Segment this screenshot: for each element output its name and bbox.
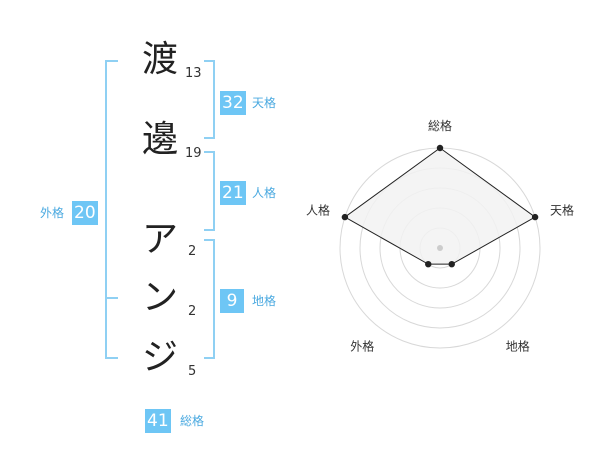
chi-value-badge: 9 xyxy=(220,289,244,313)
jin-label: 人格 xyxy=(252,186,277,200)
sou-label: 総格 xyxy=(180,414,205,428)
stroke-count-5: 5 xyxy=(188,364,197,379)
radar-axis-label-1: 総格 xyxy=(428,118,452,133)
radar-point-2 xyxy=(531,213,539,221)
gai-value-badge: 20 xyxy=(72,201,98,225)
name-char-4: ン xyxy=(141,277,178,318)
radar-axis-label-5: 人格 xyxy=(306,202,330,217)
gai-label: 外格 xyxy=(40,206,65,220)
name-char-1: 渡 xyxy=(141,39,178,80)
stroke-count-1: 13 xyxy=(185,66,202,81)
jin-value-badge: 21 xyxy=(220,181,246,205)
radar-center-point xyxy=(437,245,443,251)
name-char-3: ア xyxy=(141,219,178,260)
radar-axis-label-3: 地格 xyxy=(506,339,530,354)
ten-value-badge: 32 xyxy=(220,91,246,115)
stroke-count-2: 19 xyxy=(185,146,202,161)
radar-axis-label-2: 天格 xyxy=(550,202,574,217)
sou-value-badge: 41 xyxy=(145,409,171,433)
ten-bracket xyxy=(204,60,215,139)
radar-point-3 xyxy=(448,260,455,268)
name-char-5: ジ xyxy=(141,337,178,378)
radar-point-1 xyxy=(436,144,444,152)
stroke-count-4: 2 xyxy=(188,304,197,319)
radar-point-4 xyxy=(425,260,432,268)
gai-bracket xyxy=(105,60,118,359)
jin-bracket xyxy=(204,151,215,231)
stroke-count-3: 2 xyxy=(188,244,197,259)
radar-axis-label-4: 外格 xyxy=(350,339,374,354)
radar-point-5 xyxy=(341,213,349,221)
radar-polygon xyxy=(343,147,537,265)
chi-label: 地格 xyxy=(252,294,277,308)
chi-bracket xyxy=(204,239,215,359)
ten-label: 天格 xyxy=(252,96,277,110)
name-char-2: 邊 xyxy=(141,119,178,160)
